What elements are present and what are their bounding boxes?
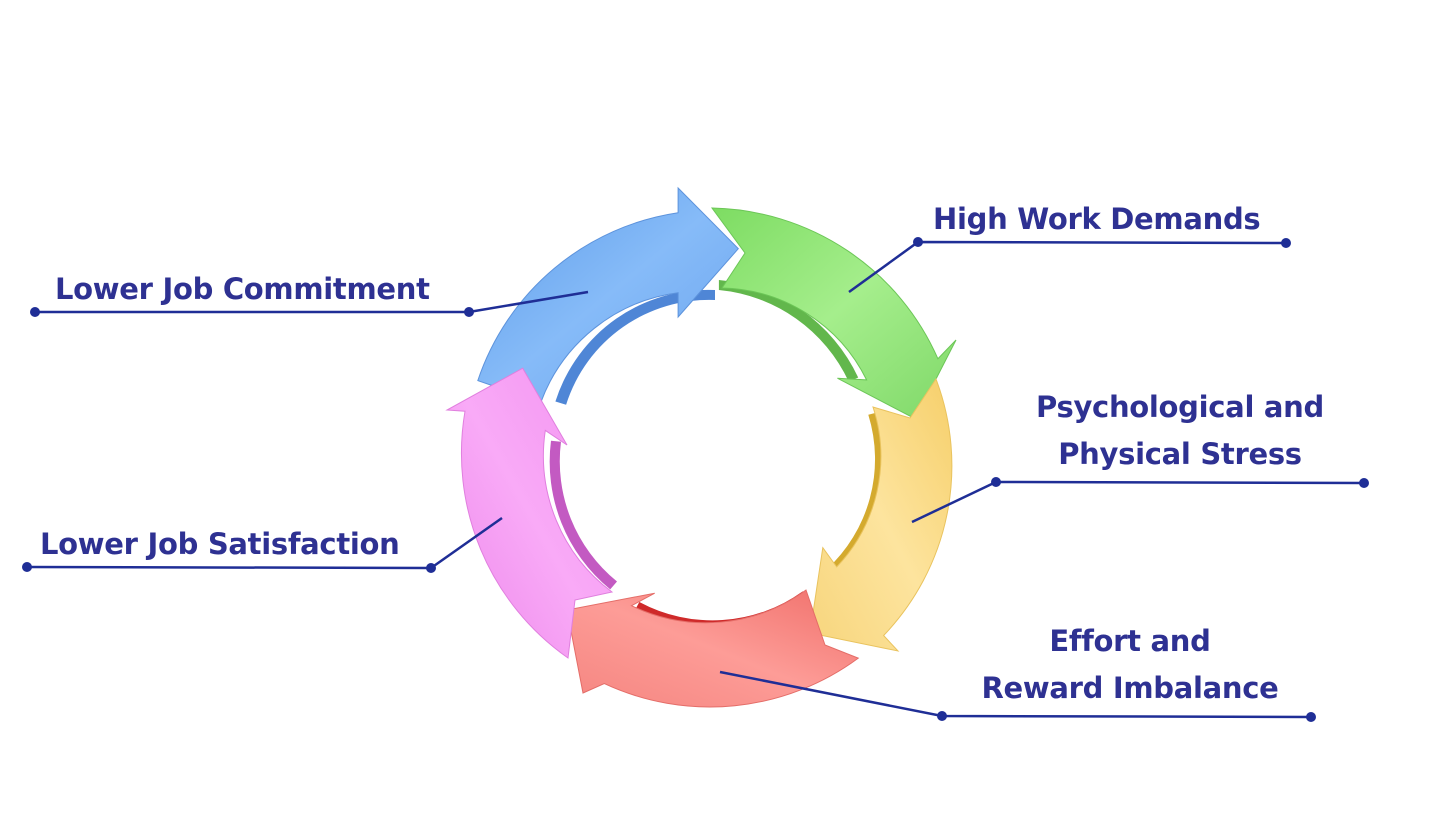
label-line: Lower Job Commitment xyxy=(55,272,430,306)
leader-dot xyxy=(30,307,40,317)
leader-high-work-demands xyxy=(848,240,1287,294)
label-line: Physical Stress xyxy=(1058,437,1302,471)
leader-dot xyxy=(991,477,1001,487)
label-line: High Work Demands xyxy=(933,202,1261,236)
red-arrow xyxy=(566,589,860,708)
leader-dot xyxy=(1306,712,1316,722)
leader-dot xyxy=(426,563,436,573)
leader-dot xyxy=(464,307,474,317)
leader-dots xyxy=(22,237,1369,722)
pink-arrow xyxy=(445,367,614,659)
label-lower-job-satisfaction: Lower Job Satisfaction xyxy=(40,521,400,568)
green-arrow xyxy=(710,207,957,420)
label-effort-reward-imbalance: Effort and Reward Imbalance xyxy=(960,618,1300,712)
label-high-work-demands: High Work Demands xyxy=(933,196,1261,243)
green-arrow-depth xyxy=(718,280,859,382)
leader-dot xyxy=(913,237,923,247)
leader-dot xyxy=(22,562,32,572)
label-lower-job-commitment: Lower Job Commitment xyxy=(55,266,430,313)
blue-arrow-depth xyxy=(555,289,715,405)
label-psychological-physical-stress: Psychological and Physical Stress xyxy=(1020,384,1340,478)
cycle-arrows xyxy=(445,186,957,708)
label-line: Psychological and xyxy=(1036,390,1324,424)
label-line: Reward Imbalance xyxy=(981,671,1279,705)
leader-dot xyxy=(1359,478,1369,488)
pink-arrow-depth xyxy=(549,440,617,590)
leader-dot xyxy=(937,711,947,721)
leader-dot xyxy=(1281,238,1291,248)
yellow-arrow xyxy=(809,377,953,652)
label-line: Effort and xyxy=(1049,624,1211,658)
leader-psychological-physical-stress xyxy=(911,480,1365,524)
label-line: Lower Job Satisfaction xyxy=(40,527,400,561)
